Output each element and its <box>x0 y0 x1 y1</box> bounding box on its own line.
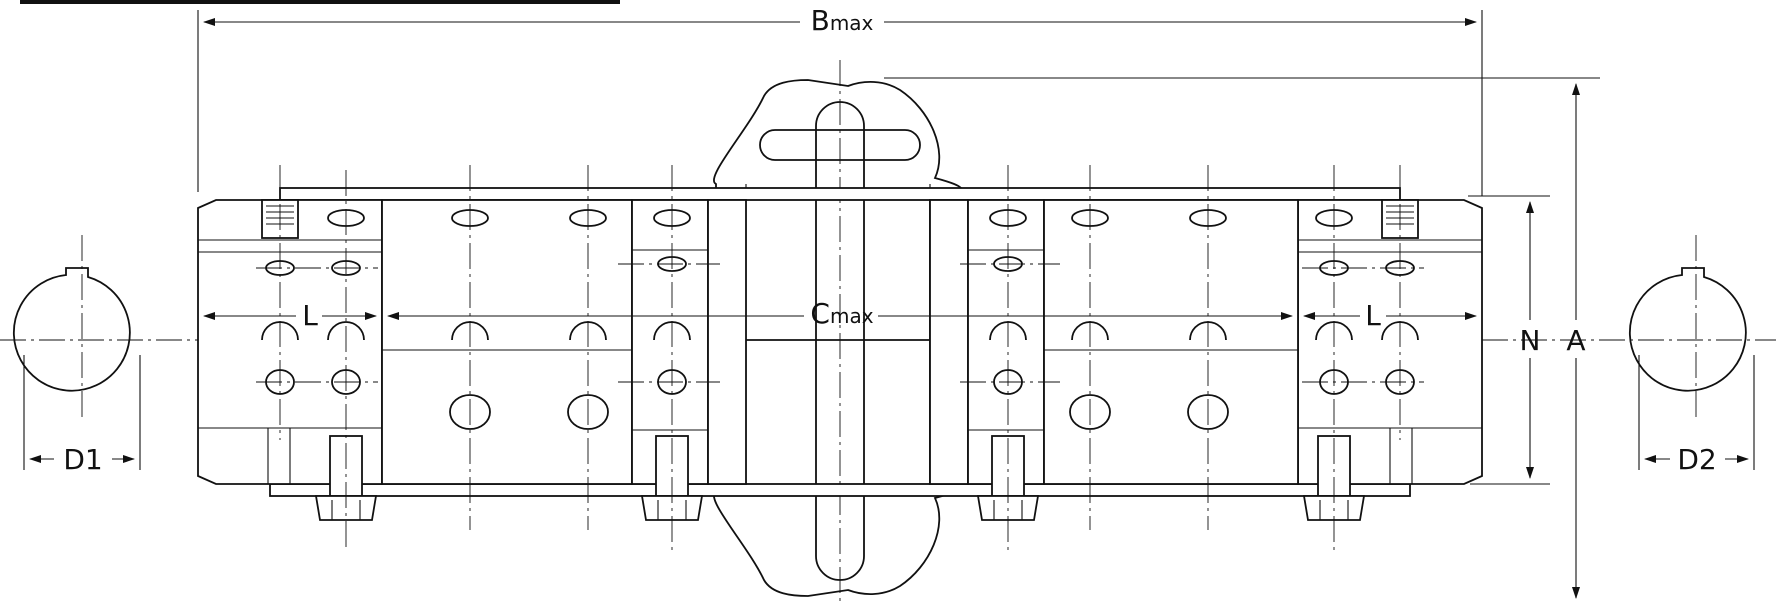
l-left-label: L <box>302 299 318 332</box>
a-label: A <box>1566 324 1585 357</box>
c-max-label: Cmax <box>810 297 873 330</box>
cropped-title-fragment <box>20 0 620 4</box>
shaft-section-d2 <box>1629 235 1755 470</box>
b-max-label: Bmax <box>811 4 874 37</box>
a-dimension <box>884 77 1600 599</box>
l-right-label: L <box>1365 299 1381 332</box>
n-label: N <box>1520 324 1541 357</box>
n-dimension <box>1468 195 1550 485</box>
b-max-dimension <box>197 10 1483 196</box>
coupling-body <box>197 165 1483 550</box>
d1-label: D1 <box>63 443 102 476</box>
center-spacer <box>713 60 963 605</box>
shaft-section-d1 <box>13 235 141 470</box>
d2-label: D2 <box>1677 443 1716 476</box>
